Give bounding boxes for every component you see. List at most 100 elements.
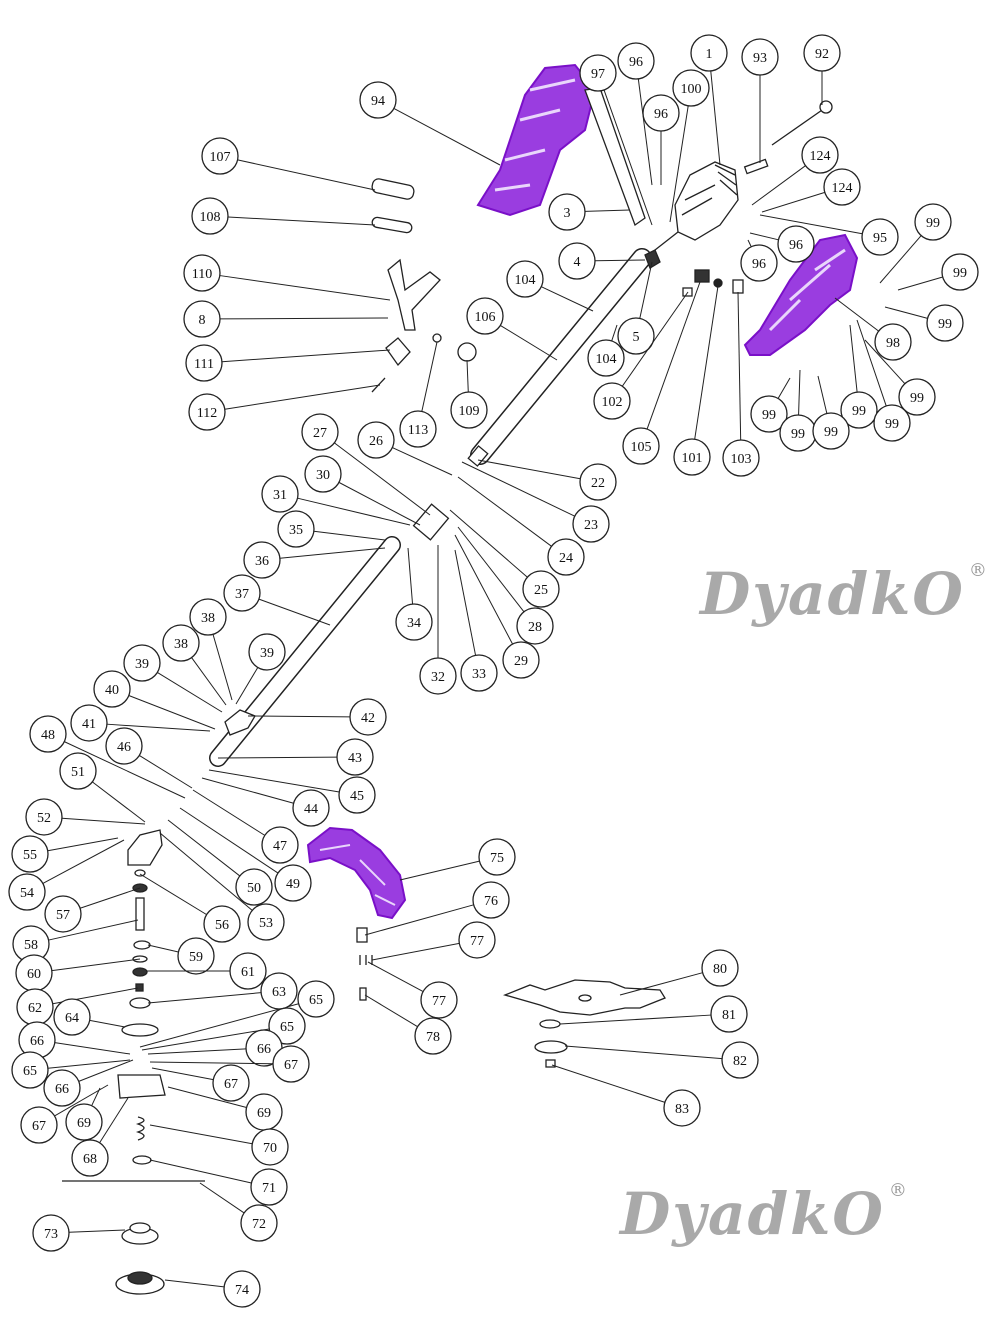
callout-circle <box>593 382 631 420</box>
callout-circle <box>722 439 760 477</box>
callout-circle <box>70 704 108 742</box>
leader-line <box>399 860 480 881</box>
leader-line <box>457 526 525 613</box>
leader-line <box>139 873 207 916</box>
callout-circle <box>338 776 376 814</box>
part-number: 53 <box>259 916 273 931</box>
part-number: 62 <box>28 1001 42 1016</box>
part-number: 102 <box>602 395 623 410</box>
callout-circle <box>261 475 299 513</box>
callout-circle <box>502 641 540 679</box>
part-number: 60 <box>27 967 41 982</box>
callout-46: 46 <box>105 727 193 789</box>
part-number: 66 <box>257 1042 271 1057</box>
leader-line <box>147 992 262 1004</box>
callout-circle <box>212 1064 250 1102</box>
leader-line <box>219 275 391 301</box>
callout-100: 100 <box>669 69 710 223</box>
part-number: 99 <box>791 427 805 442</box>
leader-line <box>313 530 386 541</box>
callout-59: 59 <box>147 937 215 975</box>
part-number: 59 <box>189 950 203 965</box>
callout-circle <box>185 344 223 382</box>
callout-102: 102 <box>593 291 689 420</box>
callout-circle <box>297 980 335 1018</box>
leader-line <box>849 324 858 393</box>
callout-60: 60 <box>15 954 141 992</box>
callout-circle <box>458 921 496 959</box>
callout-circle <box>65 1103 103 1141</box>
part-number: 100 <box>681 82 702 97</box>
callout-24: 24 <box>457 476 585 576</box>
part-number: 106 <box>475 310 496 325</box>
callout-circle <box>53 998 91 1036</box>
callout-45: 45 <box>208 769 376 814</box>
leader-line <box>371 942 460 961</box>
upper-tube-inner <box>471 249 651 464</box>
part-number: 101 <box>682 451 703 466</box>
callout-circle <box>251 1128 289 1166</box>
callout-66: 66 <box>18 1021 131 1059</box>
callout-78: 78 <box>364 994 452 1055</box>
leader-line <box>297 497 411 526</box>
callout-circle <box>59 752 97 790</box>
watermark-registered: ® <box>968 560 989 581</box>
callout-33: 33 <box>454 549 498 692</box>
part-number: 58 <box>24 938 38 953</box>
callout-circle <box>803 34 841 72</box>
part-number: 67 <box>224 1077 238 1092</box>
leader-line <box>219 317 389 320</box>
callout-circle <box>672 69 710 107</box>
callout-circle <box>188 393 226 431</box>
callout-72: 72 <box>199 1182 278 1242</box>
leader-line <box>224 384 381 410</box>
callout-circle <box>250 1168 288 1206</box>
callout-circle <box>572 505 610 543</box>
callout-circle <box>617 42 655 80</box>
callout-32: 32 <box>419 545 457 695</box>
callout-circle <box>32 1214 70 1252</box>
leader-line <box>99 1097 129 1144</box>
callout-circle <box>248 633 286 671</box>
callout-circle <box>274 864 312 902</box>
callout-circle <box>622 427 660 465</box>
leader-line <box>247 715 351 718</box>
callout-71: 71 <box>149 1159 288 1206</box>
callout-67: 67 <box>149 1045 310 1083</box>
callout-circle <box>277 510 315 548</box>
leader-line <box>78 1059 134 1082</box>
part-number: 71 <box>262 1181 276 1196</box>
part-number: 99 <box>953 266 967 281</box>
part-number: 112 <box>197 406 217 421</box>
callout-112: 112 <box>188 384 381 431</box>
leader-line <box>584 209 631 212</box>
callout-48: 48 <box>29 715 186 799</box>
callout-circle <box>71 1139 109 1177</box>
callout-108: 108 <box>191 197 376 235</box>
callout-28: 28 <box>457 526 554 645</box>
part-number: 5 <box>633 330 640 345</box>
leader-line <box>751 165 806 206</box>
leader-line <box>201 777 294 804</box>
part-number: 104 <box>596 352 617 367</box>
callout-circle <box>177 937 215 975</box>
callout-circle <box>336 738 374 776</box>
callout-82: 82 <box>564 1041 759 1079</box>
callout-69: 69 <box>167 1086 283 1131</box>
callout-94: 94 <box>359 81 501 166</box>
screw-93 <box>743 158 769 175</box>
callout-35: 35 <box>277 510 386 548</box>
part-number: 99 <box>910 391 924 406</box>
leader-line <box>449 509 528 578</box>
callout-62: 62 <box>16 987 139 1026</box>
callout-76: 76 <box>364 881 510 936</box>
nut-83 <box>545 1059 556 1068</box>
callout-103: 103 <box>722 291 760 477</box>
cover-top-74 <box>127 1271 153 1285</box>
leader-line <box>477 459 581 480</box>
blade-hole <box>578 994 592 1002</box>
washer-113 <box>432 333 442 343</box>
callout-101: 101 <box>673 285 719 476</box>
